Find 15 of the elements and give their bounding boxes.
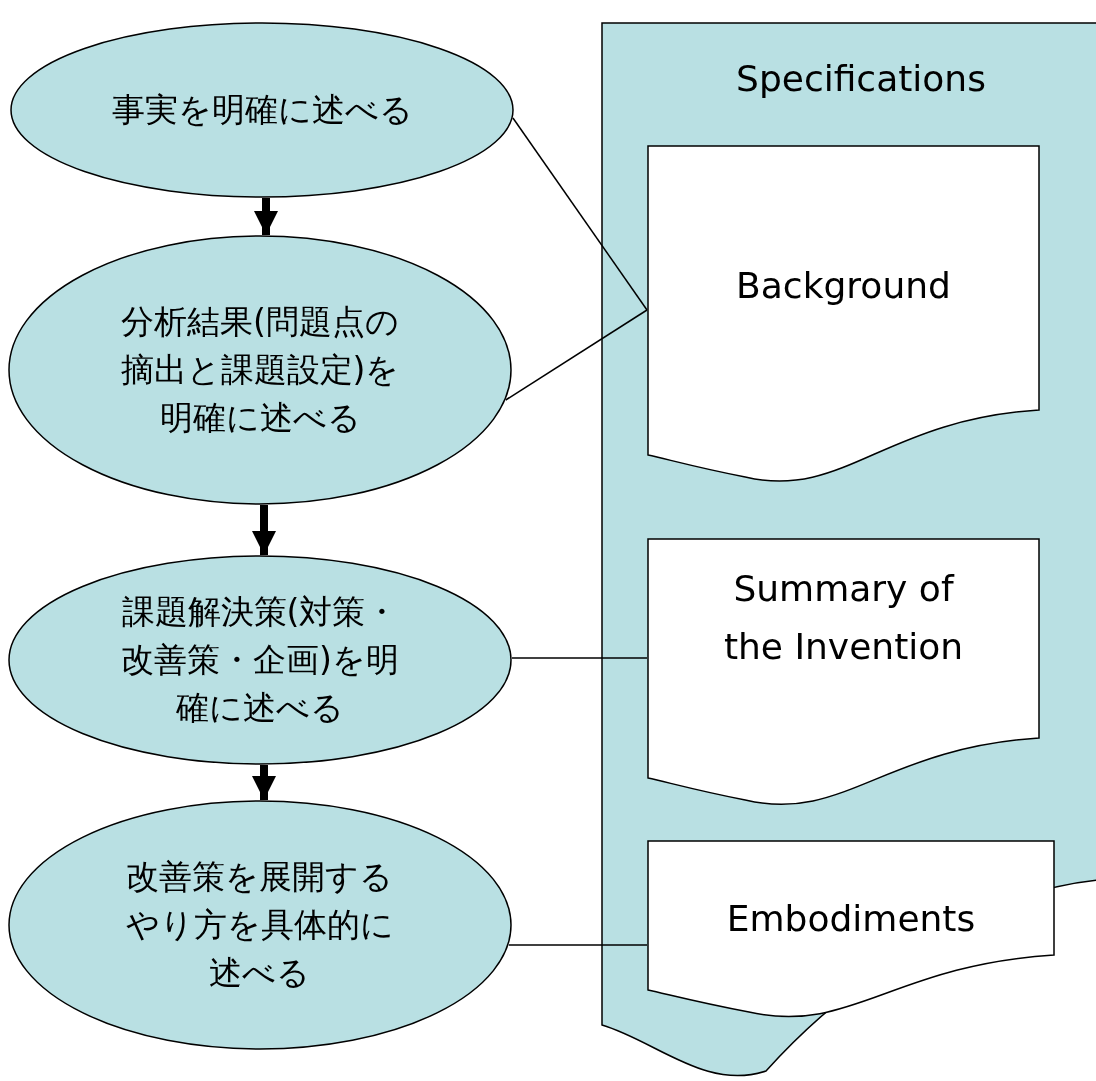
arrow — [252, 765, 276, 800]
step-text: 改善策を展開するやり方を具体的に述べる — [125, 856, 395, 994]
connector-line — [512, 117, 648, 311]
connector-line — [504, 309, 648, 401]
step-text: 課題解決策(対策・改善策・企画)を明確に述べる — [120, 591, 400, 729]
section-label: Embodiments — [725, 897, 977, 941]
arrow — [254, 198, 278, 235]
section-label: Background — [735, 264, 952, 308]
step-text: 事実を明確に述べる — [110, 89, 414, 132]
section-label: Summary of the Invention — [722, 567, 965, 669]
connector-line — [511, 657, 648, 659]
step-text: 分析結果(問題点の摘出と課題設定)を明確に述べる — [119, 301, 401, 439]
arrow — [252, 505, 276, 555]
section-title: Specifications — [735, 57, 987, 101]
connector-line — [508, 944, 648, 946]
